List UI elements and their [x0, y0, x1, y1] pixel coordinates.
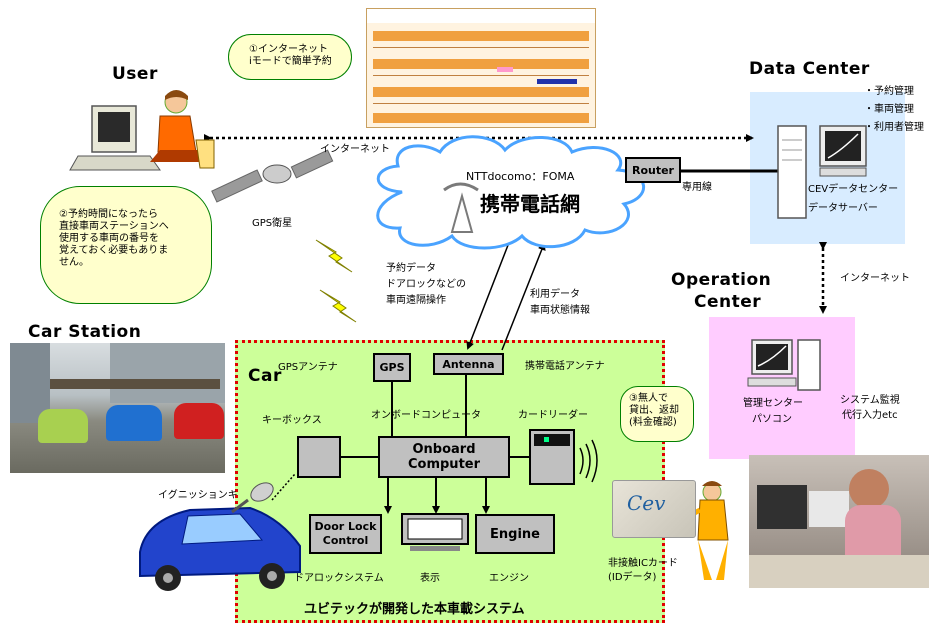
ignition-key-label: イグニッションキ [158, 490, 238, 501]
gps-signal-bolt [315, 239, 353, 273]
carrier-label: NTTdocomo：FOMA [466, 170, 575, 183]
internet-label: インターネット [320, 144, 390, 155]
operation-center-title: Operation [671, 270, 772, 290]
card-reader-icon [529, 429, 598, 485]
step2-bubble: ②予約時間になったら 直接車両ステーションへ 使用する車両の番号を 覚えておく必… [40, 186, 212, 304]
display-icon [401, 513, 469, 551]
up-flow-1: 利用データ [530, 289, 580, 300]
keybox-label: キーボックス [262, 415, 322, 426]
door-lock-box: Door Lock Control [309, 514, 382, 554]
onboard-computer-label: オンボードコンピュータ [371, 410, 481, 421]
gps-antenna-label: GPSアンテナ [278, 362, 338, 373]
ic-card-label-2: (IDデータ) [608, 572, 657, 583]
phone-antenna-label: 携帯電話アンテナ [525, 361, 605, 372]
car-station-photo [10, 343, 225, 473]
car-title: Car [248, 366, 282, 386]
ic-card-photo: Cev [612, 480, 696, 538]
oc-pc-label-2: パソコン [752, 414, 792, 425]
antenna-box: Antenna [433, 353, 504, 375]
down-flow-arrow [466, 239, 511, 350]
oc-task-1: システム監視 [840, 395, 900, 406]
up-flow-2: 車両状態情報 [530, 305, 590, 316]
car-system-area [235, 340, 665, 623]
gps-box: GPS [373, 353, 411, 382]
router-box: Router [625, 157, 681, 183]
oc-pc-label-1: 管理センター [743, 398, 803, 409]
down-flow-3: 車両遠隔操作 [386, 295, 446, 306]
oc-task-2: 代行入力etc [842, 410, 898, 421]
server-label-1: CEVデータセンター [808, 184, 899, 195]
antenna-tower-icon [443, 182, 479, 233]
internet-right-label: インターネット [840, 273, 910, 284]
data-center-title: Data Center [749, 59, 870, 79]
step1-bubble: ①インターネット iモードで簡単予約 [228, 34, 352, 80]
gps-satellite-label: GPS衛星 [252, 218, 293, 229]
car-system-footer: ユビテックが開発した本車載システム [304, 602, 525, 617]
mobile-network-label: 携帯電話網 [480, 192, 580, 216]
engine-label: エンジン [489, 573, 529, 584]
booking-screen-thumbnail [366, 8, 596, 128]
server-icon [777, 125, 807, 219]
down-flow-1: 予約データ [386, 263, 436, 274]
gps-signal-bolt [319, 289, 357, 323]
satellite-icon [211, 149, 334, 203]
engine-box: Engine [475, 514, 555, 554]
operator-photo [749, 455, 929, 588]
display-label: 表示 [420, 573, 440, 584]
door-lock-label: ドアロックシステム [294, 573, 384, 584]
operation-center-title-2: Center [694, 292, 762, 312]
ignition-key-icon [231, 482, 274, 514]
up-flow-arrow [501, 242, 546, 351]
down-flow-2: ドアロックなどの [386, 279, 466, 290]
ic-card-label-1: 非接触ICカード [608, 558, 678, 569]
dc-function-2: ・車両管理 [864, 104, 914, 115]
step3-bubble: ③無人で 貸出、返却 (料金確認) [620, 386, 694, 442]
dedicated-line-label: 専用線 [682, 182, 712, 193]
user-title: User [112, 64, 158, 84]
user-at-computer-icon [69, 90, 215, 171]
card-reader-label: カードリーダー [518, 410, 588, 421]
person-icon [680, 481, 729, 580]
monitor-icon [819, 125, 867, 177]
dc-function-1: ・予約管理 [864, 86, 914, 97]
car-station-title: Car Station [28, 322, 142, 342]
onboard-computer-box: Onboard Computer [378, 436, 510, 478]
dc-function-3: ・利用者管理 [864, 122, 924, 133]
management-pc-icon [747, 339, 821, 391]
server-label-2: データサーバー [808, 203, 878, 214]
car-icon [139, 506, 301, 591]
mobile-network-cloud [376, 135, 645, 250]
keybox-box [297, 436, 341, 478]
